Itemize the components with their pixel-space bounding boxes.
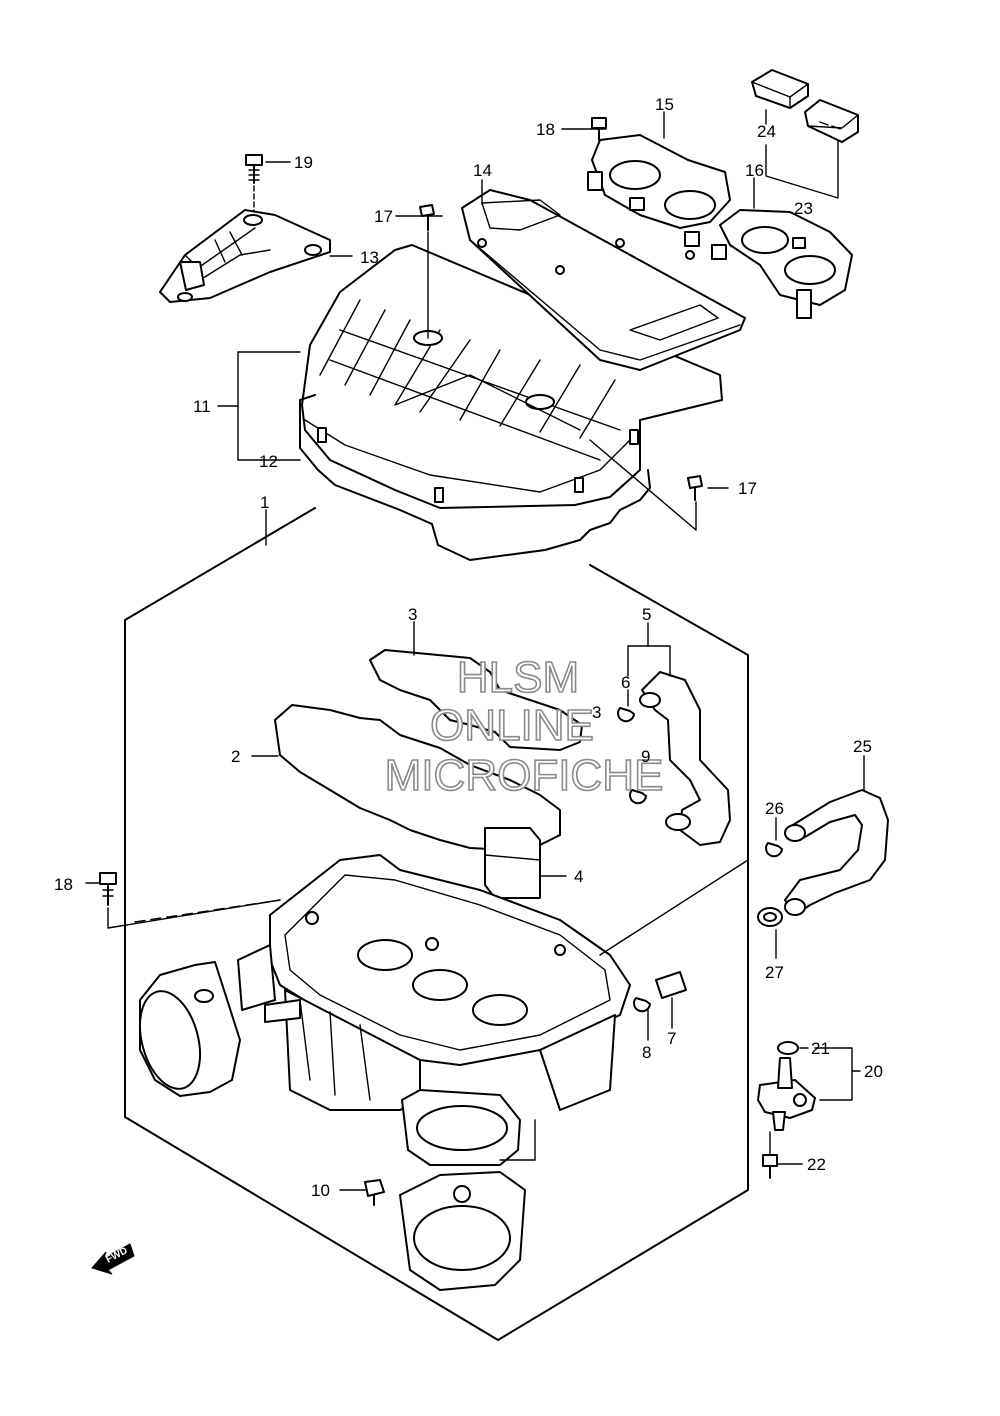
part-24-sensor: [751, 69, 809, 109]
part-3-small-gasket: [369, 649, 583, 751]
intake-duct-bottom: [399, 1171, 526, 1291]
watermark: HLSM ONLINE MICROFICHE: [384, 652, 664, 801]
callout-15: 15: [655, 95, 674, 114]
callout-24: 24: [757, 122, 776, 141]
part-6-clamp: [617, 707, 635, 723]
part-25-hose: [784, 789, 889, 916]
callout-20: 20: [864, 1062, 883, 1081]
part-22-screw: [762, 1154, 778, 1179]
callout-23: 23: [794, 199, 813, 218]
callout-2: 2: [231, 747, 240, 766]
callout-8: 8: [642, 1043, 651, 1062]
part-18-top-bolt: [591, 117, 607, 141]
part-17-screw-top: [419, 204, 435, 231]
callout-9: 9: [641, 747, 650, 766]
intake-duct-left: [139, 944, 276, 1097]
callout-10: 10: [311, 1181, 330, 1200]
part-9-clamp: [629, 789, 647, 805]
callout-3b: 3: [592, 703, 601, 722]
part-14-filter-plate: [461, 189, 746, 371]
part-1-cleaner-case: [264, 854, 631, 1166]
part-16-velocity-stack: [711, 209, 853, 319]
callout-7: 7: [667, 1029, 676, 1048]
part-20-sensor: [757, 1057, 816, 1131]
callout-3a: 3: [408, 605, 417, 624]
callout-26: 26: [765, 799, 784, 818]
part-23-sensor: [804, 99, 859, 143]
leader-lines: [85, 109, 865, 1191]
callout-17b: 17: [738, 479, 757, 498]
callout-numbers: 1 2 3 3 4 5 6 7 8 9 10 11 12 13 14 15 16…: [54, 95, 883, 1200]
part-27-clamp: [757, 907, 783, 927]
callout-14: 14: [473, 161, 492, 180]
callout-18b: 18: [54, 875, 73, 894]
callout-4: 4: [574, 867, 583, 886]
part-26-clamp: [765, 842, 783, 858]
part-15-velocity-stack: [587, 134, 731, 247]
part-10-rivet: [364, 1179, 385, 1206]
part-13-bracket: [159, 209, 331, 303]
callout-5: 5: [642, 605, 651, 624]
forward-arrow-icon: FWD: [91, 1243, 135, 1275]
part-18-left-bolt: [99, 872, 117, 906]
part-11-cleaner-cover: [301, 244, 723, 509]
watermark-line-1: HLSM: [457, 653, 579, 702]
callout-22: 22: [807, 1155, 826, 1174]
part-7-cap: [655, 971, 687, 999]
assembly-frame: [124, 507, 749, 1341]
part-4-filter-element: [484, 827, 541, 899]
part-8-clamp: [633, 997, 651, 1013]
callout-17a: 17: [374, 207, 393, 226]
callout-25: 25: [853, 737, 872, 756]
callout-13: 13: [360, 248, 379, 267]
callout-12: 12: [259, 452, 278, 471]
callout-6: 6: [621, 673, 630, 692]
part-17-screw-right: [687, 475, 703, 501]
part-2-large-gasket: [274, 704, 561, 851]
callout-16: 16: [745, 161, 764, 180]
part-21-oring: [777, 1041, 799, 1055]
callout-18a: 18: [536, 120, 555, 139]
callout-21: 21: [811, 1039, 830, 1058]
part-19-bolt: [245, 154, 263, 213]
watermark-line-2: ONLINE: [430, 701, 594, 750]
callout-11: 11: [193, 397, 211, 416]
callout-1: 1: [260, 493, 269, 512]
part-12-cover-gasket: [299, 394, 651, 561]
part-5-hose: [639, 671, 731, 846]
watermark-line-3: MICROFICHE: [385, 751, 664, 800]
callout-19: 19: [294, 153, 313, 172]
callout-27: 27: [765, 963, 784, 982]
